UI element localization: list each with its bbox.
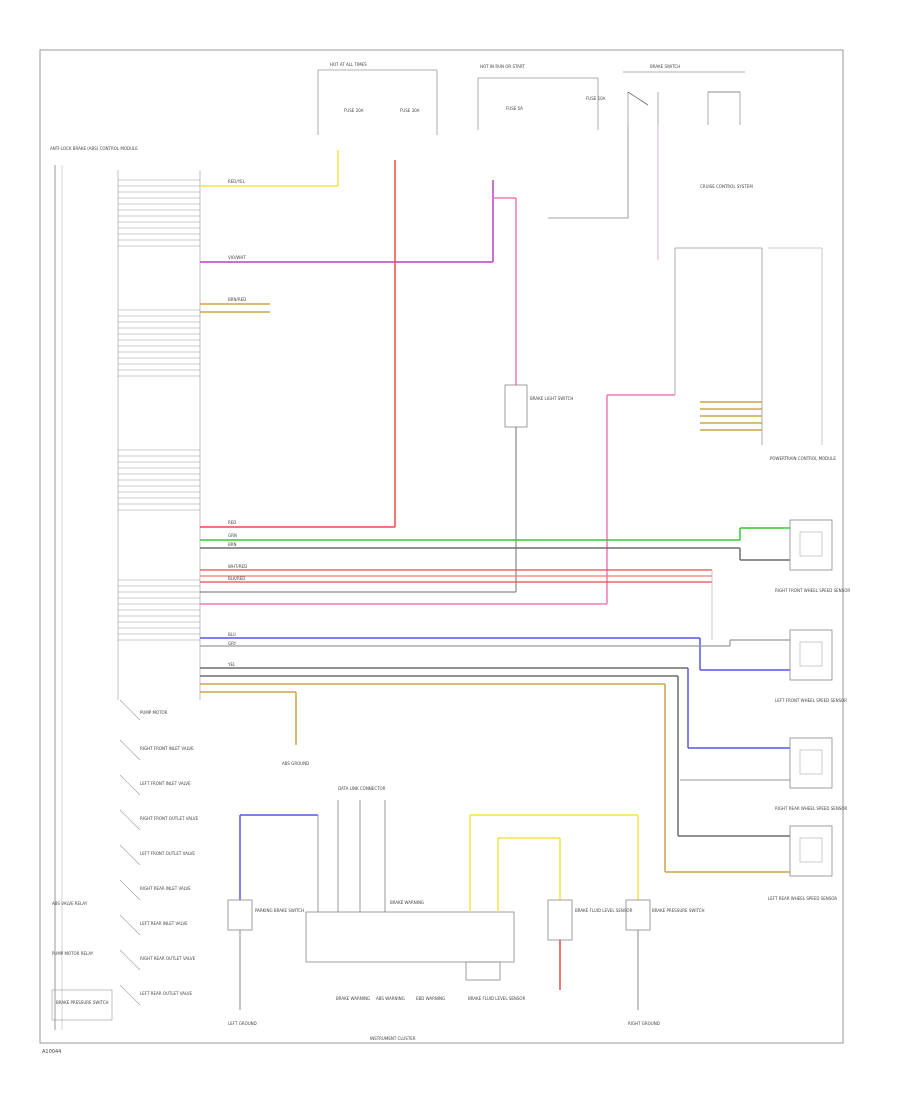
- svg-text:FUSE 30A: FUSE 30A: [400, 108, 420, 113]
- brake-fluid-sensor: BRAKE FLUID LEVEL SENSOR: [547, 899, 633, 990]
- svg-text:FUSE 10A: FUSE 10A: [586, 96, 606, 101]
- svg-text:BLK/RED: BLK/RED: [228, 576, 245, 581]
- svg-text:PUMP MOTOR RELAY: PUMP MOTOR RELAY: [52, 951, 94, 956]
- svg-text:RIGHT REAR INLET VALVE: RIGHT REAR INLET VALVE: [140, 886, 191, 891]
- svg-text:HOT AT ALL TIMES: HOT AT ALL TIMES: [330, 62, 367, 67]
- svg-text:VIO/WHT: VIO/WHT: [228, 255, 246, 260]
- svg-text:POWERTRAIN CONTROL MODULE: POWERTRAIN CONTROL MODULE: [770, 456, 836, 461]
- parking-brake-switch: PARKING BRAKE SWITCH LEFT GROUND: [227, 814, 319, 1026]
- power-hot-in-run: HOT IN RUN OR START FUSE 5A FUSE 10A: [477, 64, 606, 130]
- svg-text:LEFT REAR WHEEL SPEED SENSOR: LEFT REAR WHEEL SPEED SENSOR: [768, 896, 837, 901]
- svg-text:LEFT FRONT INLET VALVE: LEFT FRONT INLET VALVE: [140, 781, 191, 786]
- wire-pink-pcm: [200, 394, 675, 605]
- svg-text:FUSE 20A: FUSE 20A: [344, 108, 364, 113]
- svg-text:LEFT REAR OUTLET VALVE: LEFT REAR OUTLET VALVE: [140, 991, 193, 996]
- svg-text:INSTRUMENT CLUSTER: INSTRUMENT CLUSTER: [370, 1036, 416, 1041]
- wire-gray-lf: GRY: [200, 639, 790, 647]
- wire-green: GRN: [200, 527, 790, 541]
- svg-text:BRAKE LIGHT SWITCH: BRAKE LIGHT SWITCH: [530, 396, 573, 401]
- svg-text:LEFT FRONT OUTLET VALVE: LEFT FRONT OUTLET VALVE: [140, 851, 195, 856]
- svg-text:RIGHT GROUND: RIGHT GROUND: [628, 1021, 660, 1026]
- wire-magenta: VIO/WHT: [200, 180, 494, 263]
- diagram-code: A10044: [42, 1049, 61, 1055]
- svg-text:LEFT REAR INLET VALVE: LEFT REAR INLET VALVE: [140, 921, 188, 926]
- wire-gray-rf: BRN: [200, 542, 790, 561]
- svg-text:DATA LINK CONNECTOR: DATA LINK CONNECTOR: [338, 786, 386, 791]
- control-module-label: ANTI-LOCK BRAKE (ABS) CONTROL MODULE: [50, 146, 138, 151]
- svg-text:GRN: GRN: [228, 533, 237, 538]
- instrument-cluster: BRAKE WARNING BRAKE WARNING ABS WARNING …: [305, 900, 526, 1041]
- svg-text:BRAKE SWITCH: BRAKE SWITCH: [650, 64, 680, 69]
- svg-text:BRAKE WARNING: BRAKE WARNING: [390, 900, 424, 905]
- wire-blue: BLU: [200, 632, 790, 671]
- rf-wheel-sensor: RIGHT FRONT WHEEL SPEED SENSOR: [775, 519, 850, 593]
- svg-text:LEFT GROUND: LEFT GROUND: [228, 1021, 257, 1026]
- pin-ladder: [117, 170, 201, 700]
- abs-ground: ABS GROUND: [282, 761, 309, 766]
- lf-wheel-sensor: LEFT FRONT WHEEL SPEED SENSOR: [775, 629, 847, 703]
- svg-text:PUMP MOTOR: PUMP MOTOR: [140, 710, 168, 715]
- brake-switch-top: BRAKE SWITCH CRUISE CONTROL SYSTEM: [548, 64, 753, 260]
- svg-text:RIGHT REAR OUTLET VALVE: RIGHT REAR OUTLET VALVE: [140, 956, 196, 961]
- svg-text:RED: RED: [228, 520, 236, 525]
- svg-text:WHT/RED: WHT/RED: [228, 564, 247, 569]
- wire-rear-group: YEL: [200, 662, 790, 873]
- svg-text:RIGHT FRONT INLET VALVE: RIGHT FRONT INLET VALVE: [140, 746, 194, 751]
- svg-text:EBD WARNING: EBD WARNING: [416, 996, 445, 1001]
- svg-text:BRAKE PRESSURE SWITCH: BRAKE PRESSURE SWITCH: [56, 1000, 109, 1005]
- svg-text:BRAKE FLUID LEVEL SENSOR: BRAKE FLUID LEVEL SENSOR: [468, 996, 526, 1001]
- svg-text:FUSE 5A: FUSE 5A: [506, 106, 523, 111]
- svg-text:RIGHT FRONT WHEEL SPEED SENSOR: RIGHT FRONT WHEEL SPEED SENSOR: [775, 588, 850, 593]
- brake-light-switch: BRAKE LIGHT SWITCH: [504, 384, 573, 592]
- wire-yellow-bottom: [469, 814, 639, 912]
- svg-text:RIGHT FRONT OUTLET VALVE: RIGHT FRONT OUTLET VALVE: [140, 816, 198, 821]
- svg-text:ABS VALVE RELAY: ABS VALVE RELAY: [52, 901, 88, 906]
- svg-text:RIGHT REAR WHEEL SPEED SENSOR: RIGHT REAR WHEEL SPEED SENSOR: [775, 806, 847, 811]
- svg-text:ABS GROUND: ABS GROUND: [282, 761, 309, 766]
- svg-text:BRN/RED: BRN/RED: [228, 297, 246, 302]
- svg-text:RED/YEL: RED/YEL: [228, 179, 246, 184]
- wire-yellow-top: RED/YEL: [200, 150, 339, 187]
- module-internal-components: [51, 699, 141, 1021]
- power-hot-at-all-times: HOT AT ALL TIMES FUSE 20A FUSE 30A: [317, 62, 438, 135]
- powertrain-control-module: POWERTRAIN CONTROL MODULE: [674, 247, 836, 461]
- module-component-labels: PUMP MOTOR RIGHT FRONT INLET VALVE LEFT …: [52, 710, 198, 1005]
- svg-text:BRAKE PRESSURE SWITCH: BRAKE PRESSURE SWITCH: [652, 908, 705, 913]
- diagram-frame: [39, 49, 844, 1044]
- wire-red-group: WHT/RED BLK/RED: [200, 564, 713, 640]
- svg-text:BRAKE WARNING: BRAKE WARNING: [336, 996, 370, 1001]
- lr-wheel-sensor: LEFT REAR WHEEL SPEED SENSOR: [768, 825, 837, 901]
- svg-text:HOT IN RUN OR START: HOT IN RUN OR START: [480, 64, 525, 69]
- svg-text:YEL: YEL: [227, 662, 236, 667]
- brake-pressure-sw-bottom: BRAKE PRESSURE SWITCH RIGHT GROUND: [625, 899, 705, 1026]
- svg-text:ABS WARNING: ABS WARNING: [376, 996, 405, 1001]
- data-link-connector: DATA LINK CONNECTOR: [337, 786, 386, 912]
- svg-text:PARKING BRAKE SWITCH: PARKING BRAKE SWITCH: [255, 908, 304, 913]
- svg-text:CRUISE CONTROL SYSTEM: CRUISE CONTROL SYSTEM: [700, 184, 753, 189]
- wire-cruise-tan: BRN/RED: [200, 297, 270, 313]
- svg-text:BRAKE FLUID LEVEL SENSOR: BRAKE FLUID LEVEL SENSOR: [575, 908, 633, 913]
- svg-text:BRN: BRN: [228, 542, 237, 547]
- svg-text:BLU: BLU: [228, 632, 236, 637]
- rr-wheel-sensor: RIGHT REAR WHEEL SPEED SENSOR: [775, 737, 847, 811]
- svg-text:GRY: GRY: [228, 641, 237, 646]
- wire-pink-main: [493, 197, 517, 385]
- svg-text:LEFT FRONT WHEEL SPEED SENSOR: LEFT FRONT WHEEL SPEED SENSOR: [775, 698, 847, 703]
- wire-red-long: RED: [200, 160, 396, 528]
